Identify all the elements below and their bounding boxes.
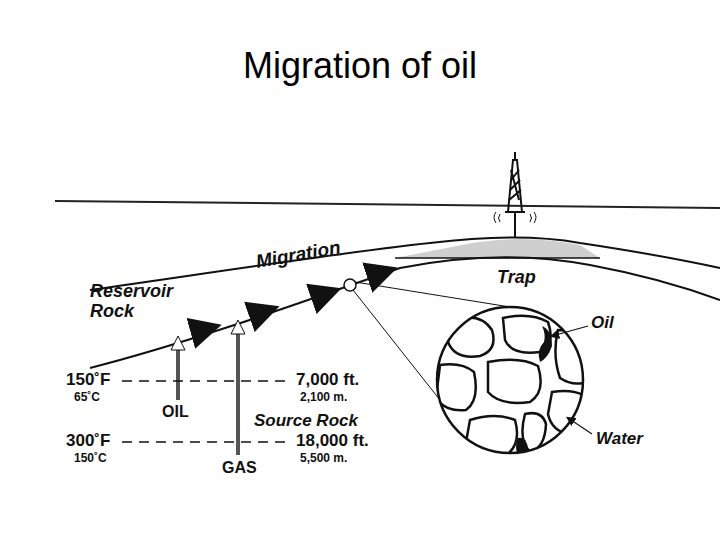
- depth-label: 2,100 m.: [300, 391, 347, 404]
- temperature-label: 65˚C: [74, 391, 100, 404]
- fluid-name: Oil: [591, 314, 614, 333]
- fluid-arrow-label: GAS: [222, 459, 257, 477]
- temperature-label: 300˚F: [66, 432, 110, 451]
- temperature-label: 150˚F: [66, 371, 110, 390]
- temperature-label: 150˚C: [74, 452, 107, 465]
- depth-label: 5,500 m.: [300, 452, 347, 465]
- depth-label: 7,000 ft.: [296, 371, 359, 390]
- fluid-name: Water: [596, 430, 643, 449]
- layer-name: Source Rock: [254, 412, 358, 431]
- fluid-arrow-label: OIL: [162, 403, 189, 421]
- layer-name: Reservoir Rock: [90, 282, 186, 322]
- structure-name: Trap: [497, 268, 536, 288]
- process-name: Migration: [254, 237, 342, 272]
- slide-title: Migration of oil: [0, 45, 720, 87]
- depth-label: 18,000 ft.: [296, 432, 369, 451]
